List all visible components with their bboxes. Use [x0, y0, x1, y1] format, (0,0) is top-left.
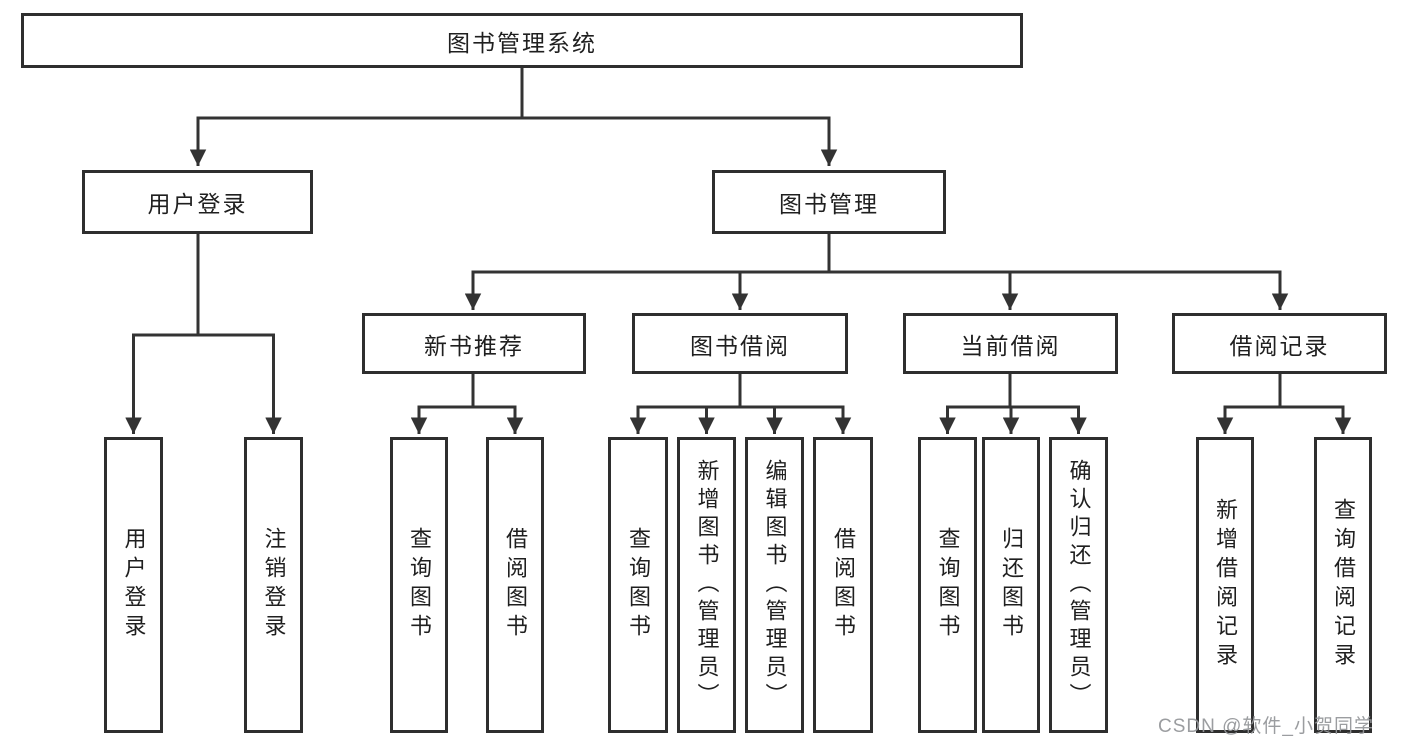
node-label: 查询图书: [407, 527, 432, 643]
node-label: 当前借阅: [960, 332, 1061, 359]
node-label: 归还图书: [999, 527, 1024, 643]
leaf-edit-books-admin: 编辑图书（管理员）: [745, 437, 804, 733]
leaf-query-books-3: 查询图书: [918, 437, 977, 733]
node-user-login: 用户登录: [82, 170, 313, 234]
leaf-borrow-books-1: 借阅图书: [486, 437, 544, 733]
leaf-confirm-return-admin: 确认归还（管理员）: [1049, 437, 1108, 733]
leaf-add-books-admin: 新增图书（管理员）: [677, 437, 736, 733]
node-book-management: 图书管理: [712, 170, 946, 234]
leaf-query-books-1: 查询图书: [390, 437, 448, 733]
node-label: 图书借阅: [690, 332, 790, 359]
node-label: 借阅记录: [1229, 332, 1330, 359]
node-label: 借阅图书: [831, 527, 856, 643]
leaf-borrow-books-2: 借阅图书: [813, 437, 873, 733]
node-label: 新增借阅记录: [1213, 498, 1238, 672]
node-current-borrowing: 当前借阅: [903, 313, 1118, 374]
node-label: 查询图书: [935, 527, 961, 643]
leaf-user-login: 用户登录: [104, 437, 163, 733]
node-book-borrowing: 图书借阅: [632, 313, 848, 374]
node-label: 查询图书: [626, 527, 651, 643]
leaf-return-books: 归还图书: [982, 437, 1040, 733]
node-label: 图书管理系统: [447, 29, 597, 56]
leaf-logout: 注销登录: [244, 437, 303, 733]
node-label: 确认归还（管理员）: [1066, 459, 1092, 711]
node-borrowing-records: 借阅记录: [1172, 313, 1387, 374]
node-label: 借阅图书: [503, 527, 528, 643]
node-label: 查询借阅记录: [1331, 498, 1356, 672]
node-label: 用户登录: [147, 191, 248, 217]
node-label: 图书管理: [779, 191, 879, 217]
node-label: 新增图书（管理员）: [694, 459, 720, 711]
csdn-watermark: CSDN @软件_小贺同学: [1158, 716, 1374, 737]
leaf-query-books-2: 查询图书: [608, 437, 668, 733]
node-library-management-system: 图书管理系统: [21, 13, 1023, 68]
leaf-query-borrow-record: 查询借阅记录: [1314, 437, 1372, 733]
node-label: 新书推荐: [424, 332, 524, 359]
node-label: 用户登录: [121, 527, 147, 643]
node-new-book-recommend: 新书推荐: [362, 313, 586, 374]
leaf-add-borrow-record: 新增借阅记录: [1196, 437, 1254, 733]
node-label: 注销登录: [261, 527, 287, 643]
node-label: 编辑图书（管理员）: [762, 459, 788, 711]
